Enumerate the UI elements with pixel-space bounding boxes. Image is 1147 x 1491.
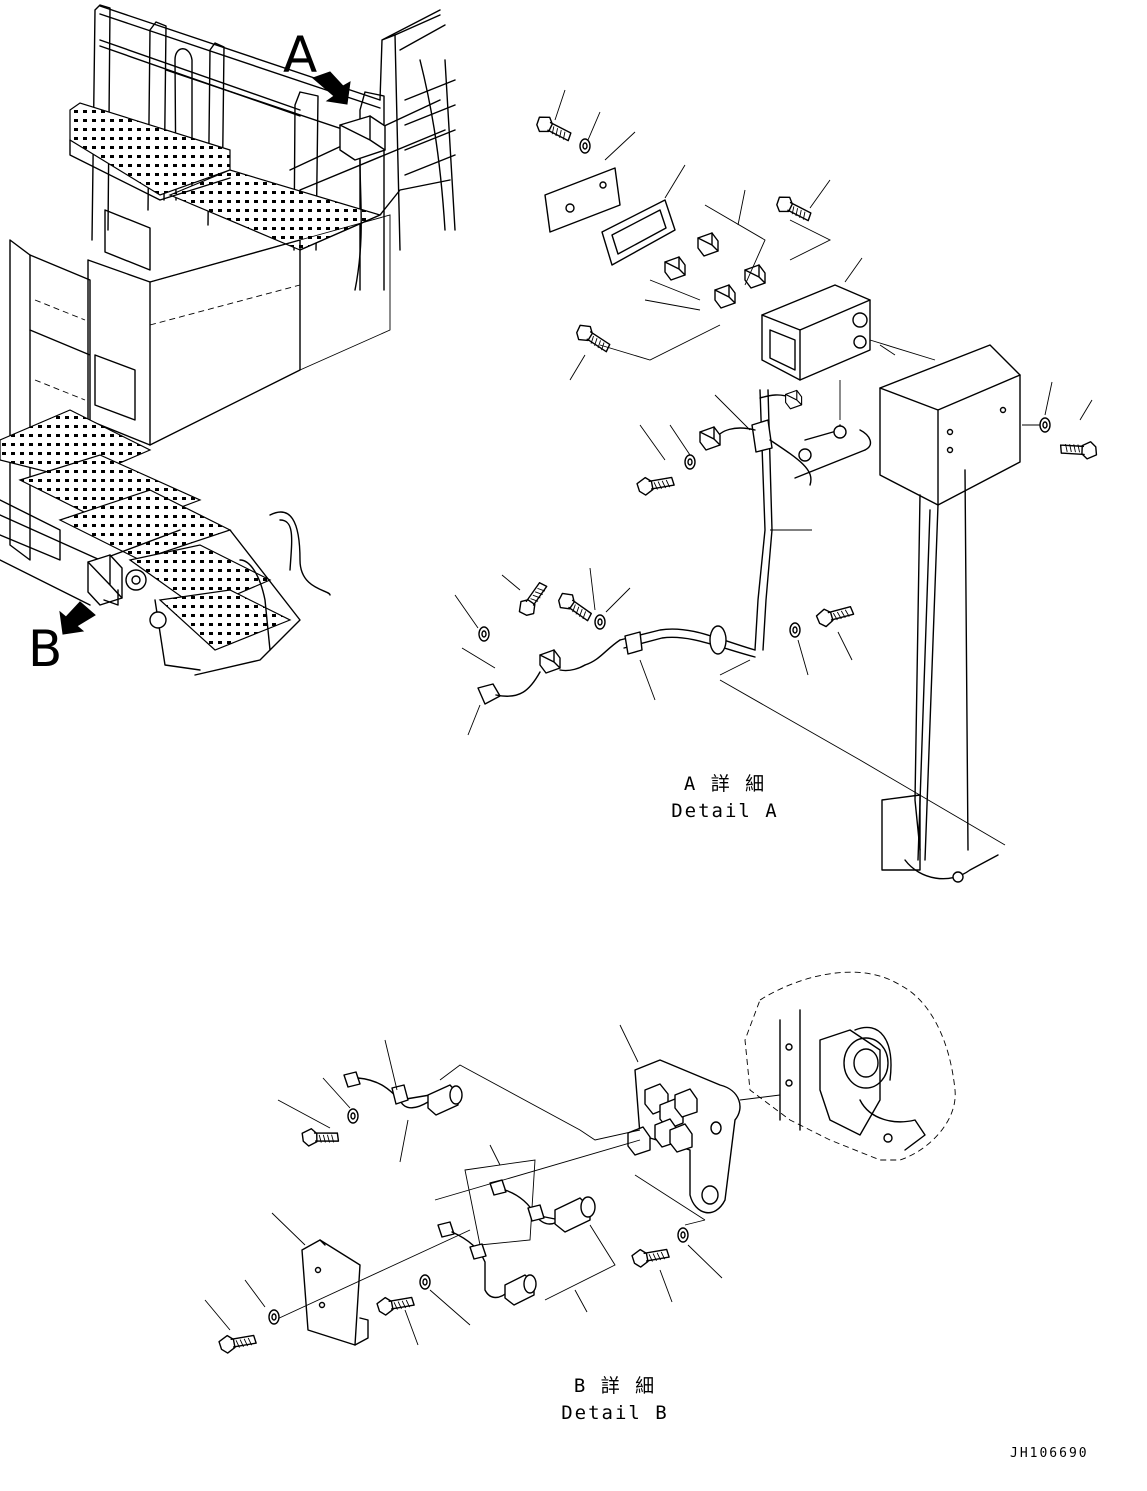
machine-overview [0, 4, 456, 676]
detail-b-caption-jp: B 詳 細 [573, 1375, 657, 1397]
drawing-number: JH106690 [1010, 1446, 1089, 1461]
callout-letter-b: B [28, 620, 63, 678]
arrow-b-icon [59, 601, 96, 635]
callout-letter-a: A [283, 26, 318, 84]
detail-b-caption-en: Detail B [561, 1402, 669, 1424]
detail-b-drawing [204, 971, 956, 1359]
arrow-a-icon [312, 71, 351, 105]
detail-a-caption-jp: A 詳 細 [683, 773, 767, 795]
detail-a-drawing [454, 89, 1099, 883]
detail-a-caption-en: Detail A [671, 800, 779, 822]
